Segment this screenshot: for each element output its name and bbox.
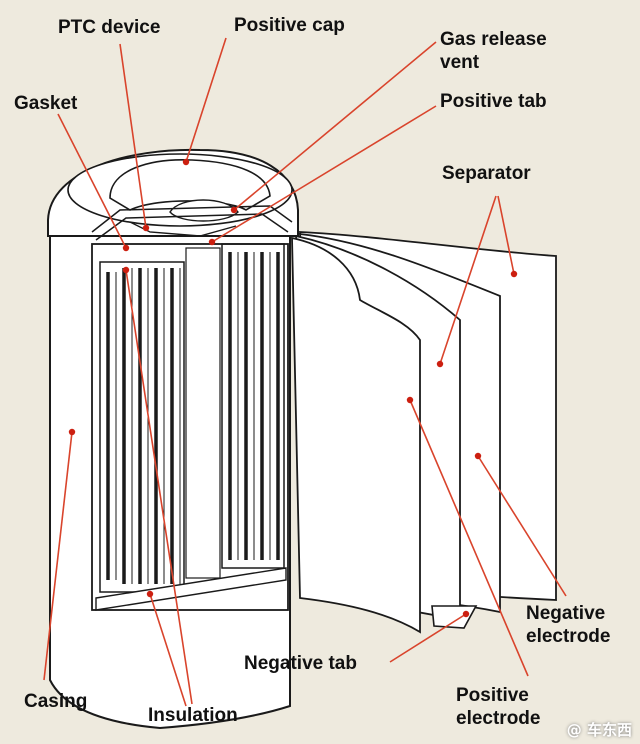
marker-negative-tab: [462, 610, 470, 618]
leader-gas-release-vent: [233, 41, 437, 211]
marker-positive-electrode: [406, 396, 414, 404]
leader-insulation-a: [125, 269, 193, 705]
label-gas-release-vent-line2: vent: [440, 52, 480, 73]
positive-electrode-sheet: [291, 236, 421, 634]
label-separator: Separator: [442, 163, 531, 184]
marker-gas-release-vent: [230, 206, 238, 214]
label-negative-electrode-line2: electrode: [526, 626, 611, 647]
negative-tab-shape: [431, 605, 478, 629]
label-gasket: Gasket: [14, 93, 78, 114]
right-winding: [221, 243, 285, 569]
marker-positive-tab: [208, 238, 216, 246]
ptc-layer: [129, 221, 237, 237]
label-positive-cap: Positive cap: [234, 15, 345, 36]
marker-positive-cap: [182, 158, 190, 166]
label-negative-electrode: Negative electrode: [526, 602, 610, 648]
marker-separator-b: [510, 270, 518, 278]
leader-ptc-device: [119, 43, 147, 229]
leader-negative-electrode: [477, 455, 567, 597]
positive-cap-dome: [109, 159, 271, 211]
marker-insulation-a: [122, 266, 130, 274]
label-positive-electrode-line2: electrode: [456, 708, 541, 729]
leader-gasket: [57, 113, 127, 249]
label-negative-tab: Negative tab: [244, 653, 357, 674]
watermark: @ 车东西: [566, 721, 632, 739]
leader-positive-cap: [185, 37, 227, 163]
label-casing: Casing: [24, 691, 88, 712]
label-ptc-device: PTC device: [58, 17, 161, 38]
leader-casing: [43, 431, 73, 681]
label-positive-tab: Positive tab: [440, 91, 547, 112]
marker-negative-electrode: [474, 452, 482, 460]
leader-separator-a: [439, 195, 497, 365]
leader-markers: [68, 158, 518, 618]
marker-insulation-b: [146, 590, 154, 598]
leader-positive-electrode: [409, 399, 529, 677]
left-winding: [99, 261, 185, 593]
label-negative-electrode-line1: Negative: [526, 603, 606, 624]
gasket-layers: [91, 205, 293, 241]
core-tube: [185, 247, 221, 579]
marker-ptc-device: [142, 224, 150, 232]
label-positive-electrode: Positive electrode: [456, 684, 540, 730]
leader-insulation-b: [149, 593, 187, 707]
label-gas-release-vent-line1: Gas release: [440, 29, 547, 50]
leader-lines: [43, 37, 567, 707]
leader-negative-tab: [389, 613, 467, 663]
label-positive-electrode-line1: Positive: [456, 685, 529, 706]
marker-gasket: [122, 244, 130, 252]
marker-separator-a: [436, 360, 444, 368]
leader-positive-tab: [211, 105, 437, 243]
label-gas-release-vent: Gas release vent: [440, 28, 547, 74]
leader-separator-b: [497, 195, 515, 275]
bottom-insulation-plate: [95, 567, 287, 611]
label-insulation: Insulation: [148, 705, 238, 726]
marker-casing: [68, 428, 76, 436]
